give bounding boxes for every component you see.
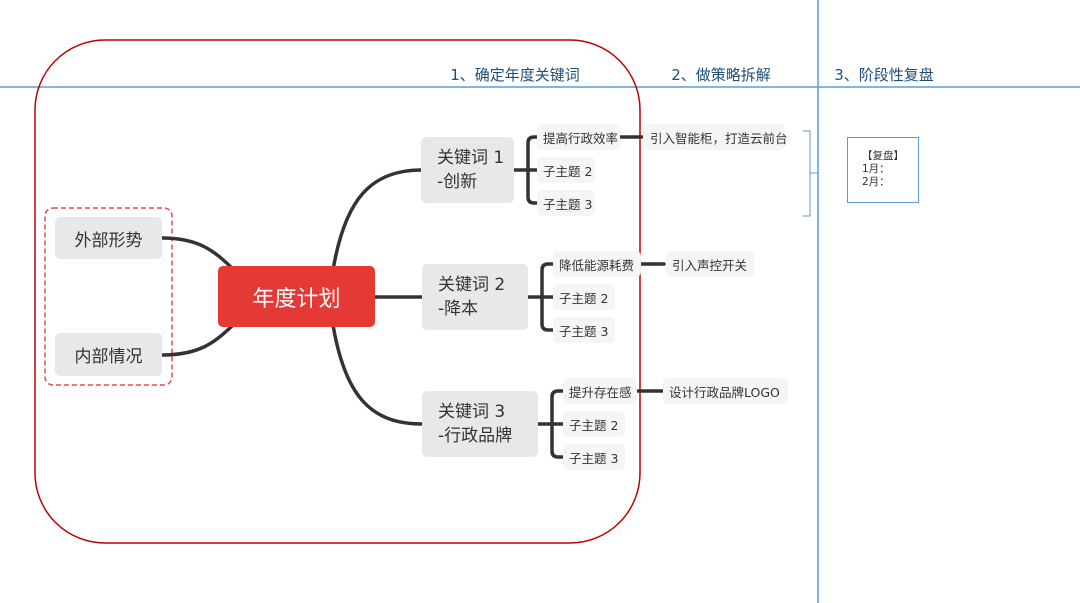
review-line: 2月：: [862, 176, 890, 188]
review-line: 1月：: [862, 163, 890, 175]
strategy-3[interactable]: 设计行政品牌LOGO: [663, 378, 788, 404]
header-keywords: 1、确定年度关键词: [450, 66, 580, 84]
subtopic[interactable]: 子主题 2: [563, 411, 625, 437]
keyword-1[interactable]: 关键词 1 -创新: [421, 137, 514, 203]
subtopic[interactable]: 提升存在感: [563, 378, 637, 404]
strategy-1[interactable]: 引入智能柜，打造云前台: [643, 124, 788, 150]
subtopic[interactable]: 降低能源耗费: [553, 251, 641, 277]
subtopic[interactable]: 提高行政效率: [537, 124, 620, 150]
bracket-k2: [526, 262, 555, 332]
bracket-k3: [536, 389, 565, 459]
review-title: 【复盘】: [862, 150, 904, 162]
header-review: 3、阶段性复盘: [834, 66, 934, 84]
node-external[interactable]: 外部形势: [55, 217, 162, 259]
header-strategy: 2、做策略拆解: [671, 66, 771, 84]
link-k1: [331, 168, 424, 272]
link-external: [160, 236, 234, 270]
review-box[interactable]: 【复盘】 1月： 2月：: [847, 137, 919, 203]
subtopic[interactable]: 子主题 3: [537, 190, 595, 216]
focus-frame: [34, 39, 641, 544]
node-internal[interactable]: 内部情况: [55, 333, 162, 376]
subtopic[interactable]: 子主题 2: [537, 157, 595, 183]
bracket-k1: [512, 135, 539, 205]
subtopic[interactable]: 子主题 2: [553, 284, 615, 310]
keyword-2[interactable]: 关键词 2 -降本: [422, 264, 528, 330]
keyword-3[interactable]: 关键词 3 -行政品牌: [422, 391, 538, 457]
subtopic[interactable]: 子主题 3: [553, 317, 615, 343]
central-topic[interactable]: 年度计划: [218, 266, 375, 327]
link-k3: [331, 323, 424, 426]
context-group-frame: [44, 207, 173, 386]
review-bracket: [803, 130, 818, 217]
link-internal: [160, 324, 234, 357]
subtopic[interactable]: 子主题 3: [563, 444, 625, 470]
strategy-2[interactable]: 引入声控开关: [666, 251, 754, 277]
